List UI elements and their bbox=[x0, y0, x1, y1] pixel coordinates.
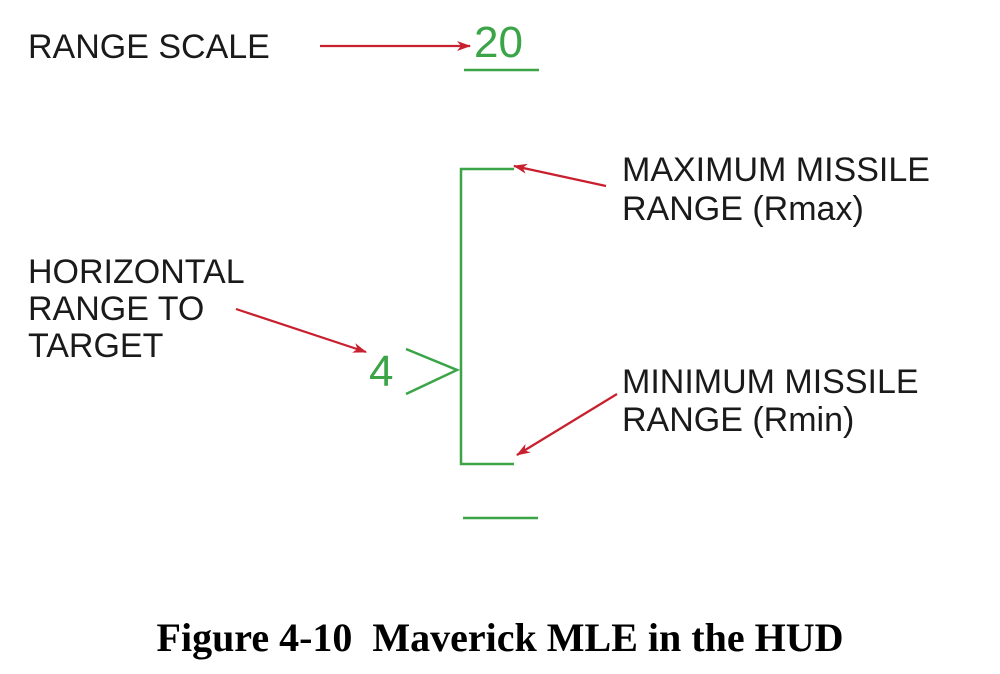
horizontal-range-label-line1: HORIZONTAL bbox=[28, 253, 245, 291]
max-range-label-line1: MAXIMUM MISSILE bbox=[622, 151, 930, 189]
horizontal-range-arrow bbox=[235, 307, 367, 354]
target-range-caret bbox=[405, 347, 461, 396]
range-scale-value: 20 bbox=[474, 18, 523, 67]
max-range-label-line2: RANGE (Rmax) bbox=[622, 190, 864, 228]
horizontal-range-label-line3: TARGET bbox=[28, 327, 163, 365]
min-range-arrow bbox=[516, 393, 618, 456]
horizontal-range-label-line2: RANGE TO bbox=[28, 290, 204, 328]
target-range-value: 4 bbox=[369, 347, 393, 396]
max-range-arrow bbox=[513, 163, 607, 188]
figure-caption: Figure 4-10 Maverick MLE in the HUD bbox=[157, 615, 844, 660]
range-scale-label: RANGE SCALE bbox=[28, 28, 270, 66]
range-bracket bbox=[459, 167, 514, 466]
min-range-label-line2: RANGE (Rmin) bbox=[622, 401, 854, 439]
min-range-label-line1: MINIMUM MISSILE bbox=[622, 363, 919, 401]
